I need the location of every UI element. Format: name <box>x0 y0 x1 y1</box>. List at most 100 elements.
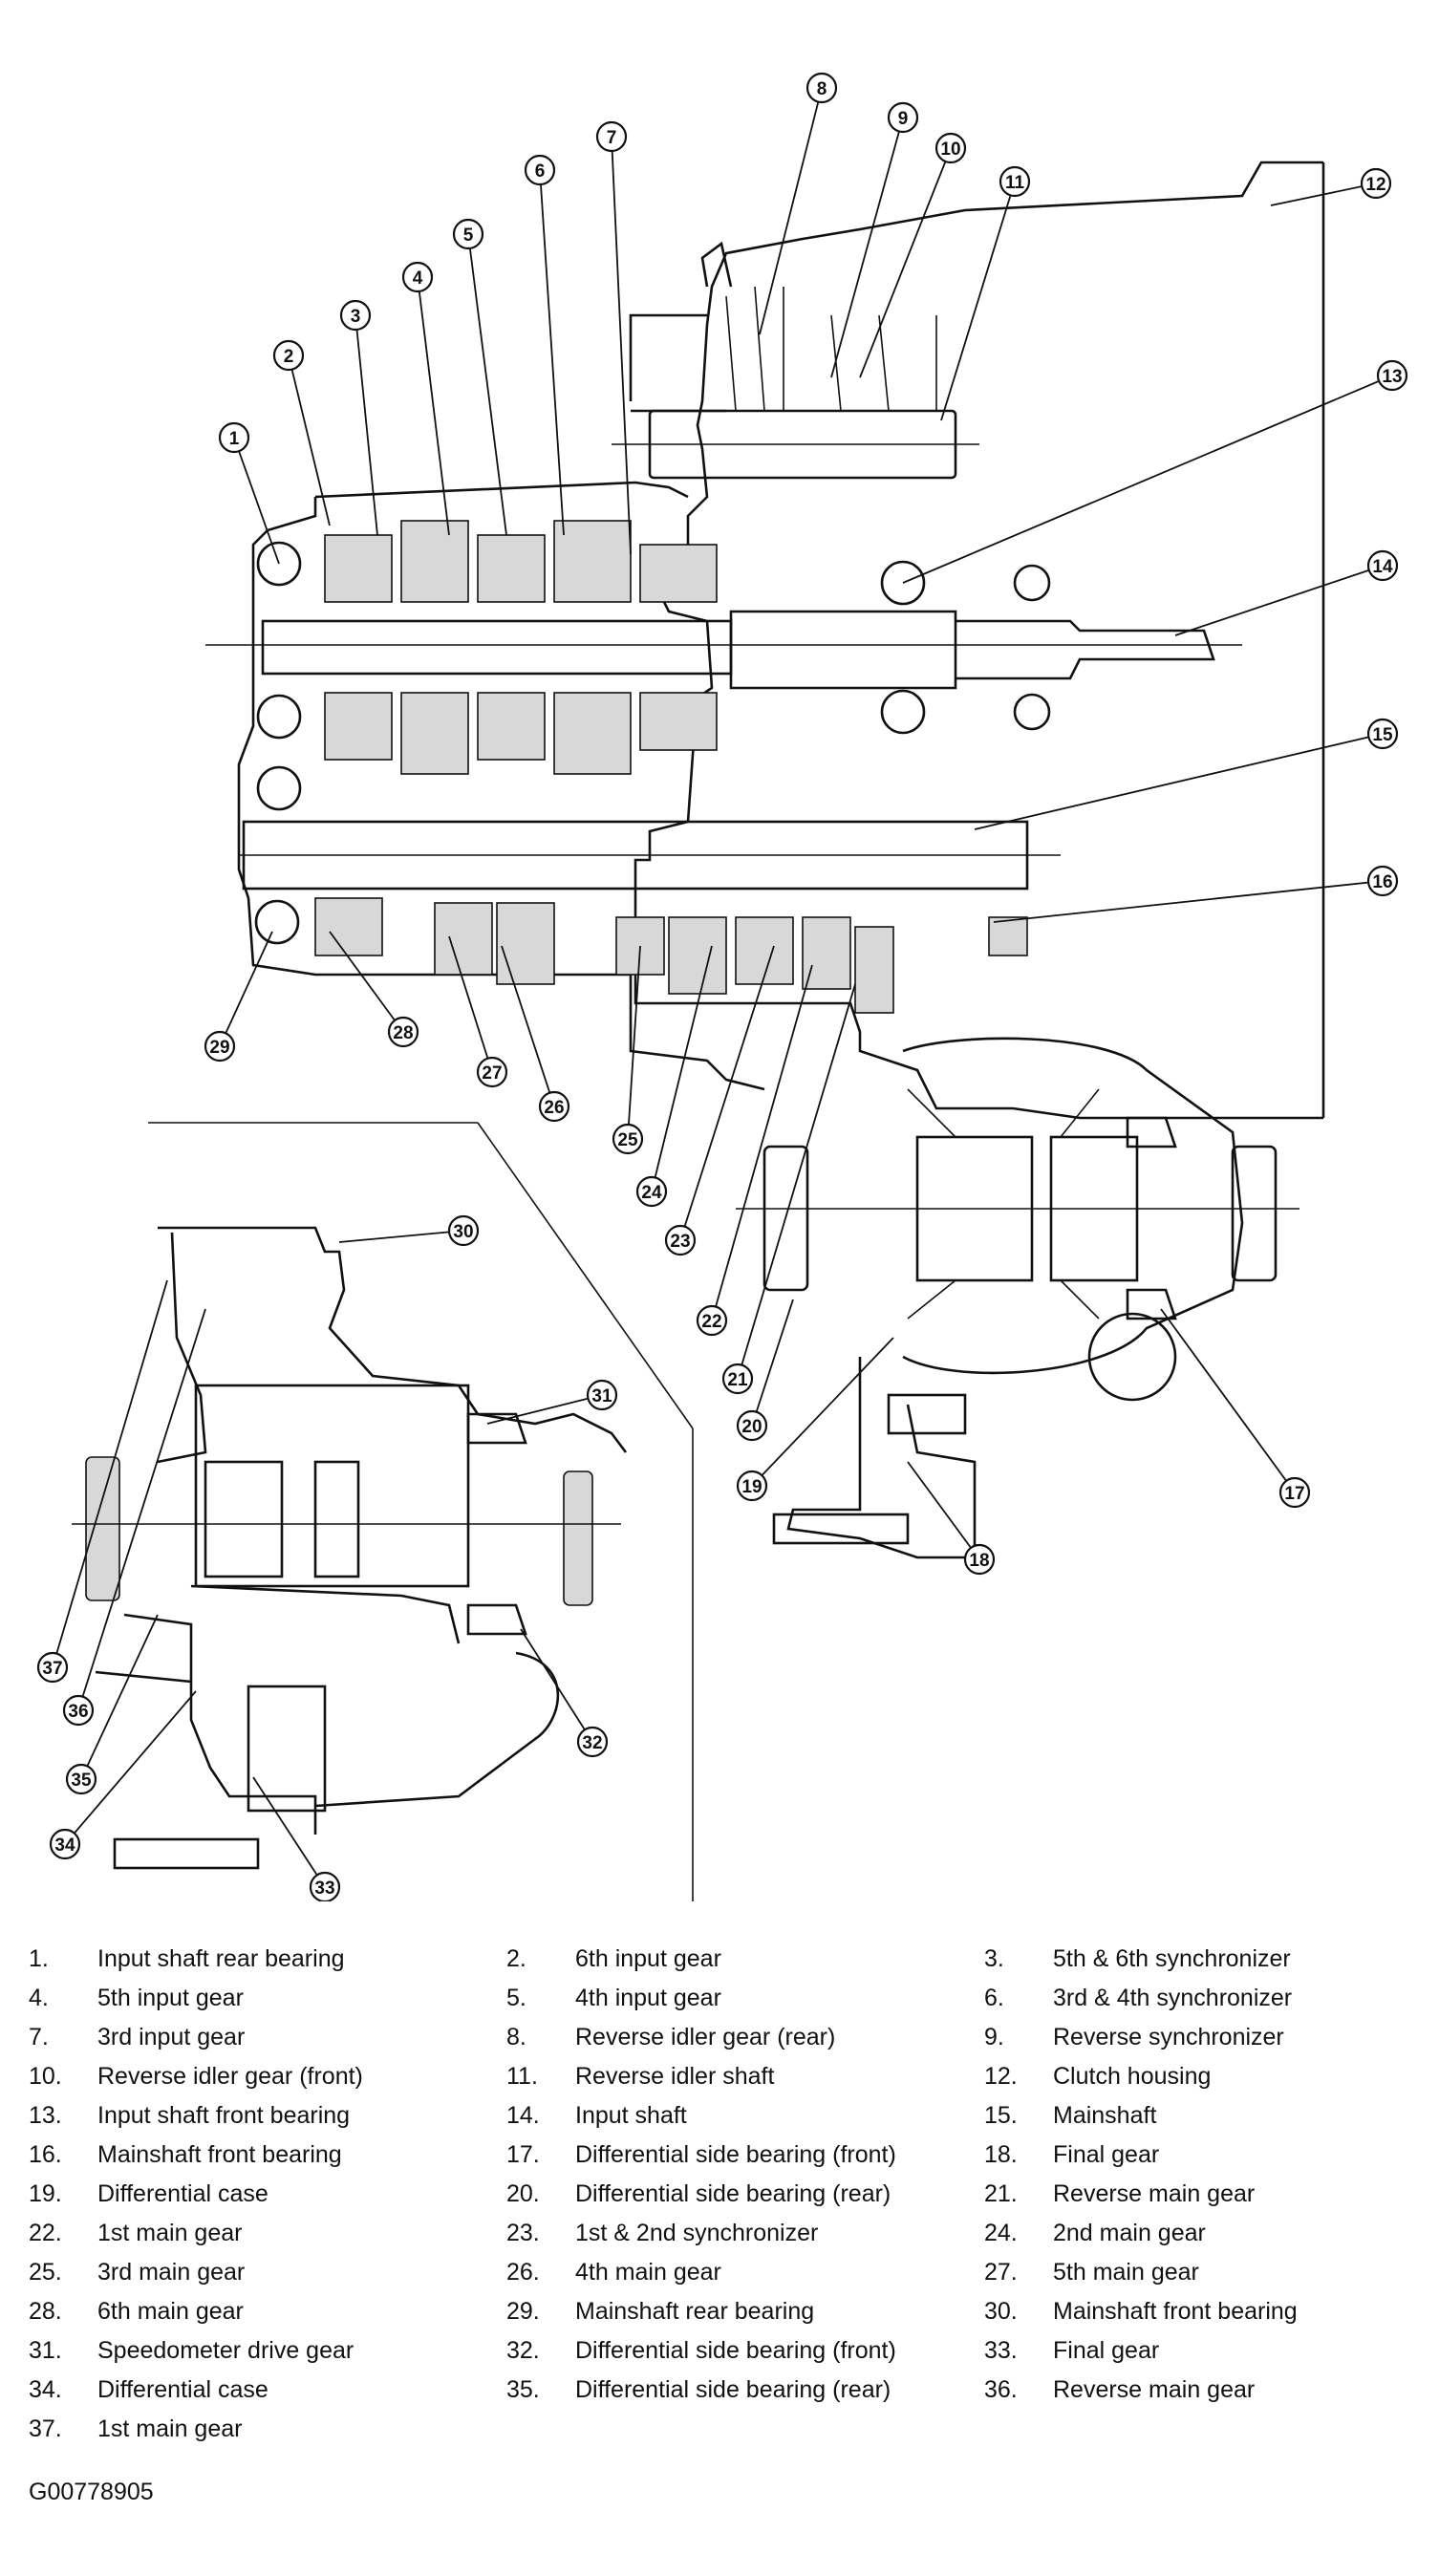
callout-label: 16 <box>1372 872 1392 892</box>
callout-14: 14 <box>1174 549 1399 636</box>
legend-label: Differential side bearing (front) <box>575 2337 896 2364</box>
legend-item: 3.5th & 6th synchronizer <box>984 1940 1439 1978</box>
callout-label: 26 <box>544 1098 564 1118</box>
legend-number: 5. <box>506 1985 526 2011</box>
legend-number: 27. <box>984 2259 1018 2286</box>
legend-item: 16. Mainshaft front bearing <box>29 2136 487 2174</box>
callout-30: 30 <box>338 1214 480 1247</box>
legend-item: 29.Mainshaft rear bearing <box>506 2292 965 2330</box>
legend-item: 21. Reverse main gear <box>984 2175 1439 2213</box>
legend-number: 21. <box>984 2180 1018 2207</box>
legend-item: 5.4th input gear <box>506 1979 965 2017</box>
legend-number: 4. <box>29 1985 49 2011</box>
legend-label: 4th main gear <box>575 2259 721 2286</box>
legend-label: Speedometer drive gear <box>97 2337 354 2364</box>
callout-2: 2 <box>272 339 331 526</box>
legend-number: 14. <box>506 2102 540 2129</box>
legend-label: Differential side bearing (rear) <box>575 2180 891 2207</box>
legend-number: 25. <box>29 2259 62 2286</box>
callout-label: 15 <box>1372 725 1393 745</box>
callout-label: 31 <box>591 1386 612 1406</box>
legend-item: 12. Clutch housing <box>984 2057 1439 2095</box>
callout-27: 27 <box>448 935 508 1088</box>
legend-item: 17.Differential side bearing (front) <box>506 2136 965 2174</box>
callout-label: 9 <box>898 109 909 129</box>
callout-35: 35 <box>65 1614 159 1795</box>
legend-number: 26. <box>506 2259 540 2286</box>
legend-item: 9. Reverse synchronizer <box>984 2018 1439 2056</box>
legend-label: Reverse idler gear (front) <box>97 2063 363 2090</box>
legend-number: 19. <box>29 2180 62 2207</box>
legend-number: 20. <box>506 2180 540 2207</box>
legend-label: Final gear <box>1053 2337 1160 2364</box>
legend-number: 15. <box>984 2102 1018 2129</box>
legend-item: 2.6th input gear <box>506 1940 965 1978</box>
callout-label: 34 <box>54 1835 75 1856</box>
legend-number: 2. <box>506 1945 526 1972</box>
callout-13: 13 <box>902 359 1408 584</box>
callout-label: 37 <box>42 1659 62 1679</box>
legend-number: 9. <box>984 2024 1004 2050</box>
callout-label: 25 <box>617 1130 638 1150</box>
callout-label: 13 <box>1382 367 1402 387</box>
callout-12: 12 <box>1270 167 1392 206</box>
callout-label: 24 <box>641 1183 662 1203</box>
legend-label: 1st main gear <box>97 2220 243 2246</box>
legend-number: 18. <box>984 2141 1018 2168</box>
legend-item: 28.6th main gear <box>29 2292 487 2330</box>
legend-number: 7. <box>29 2024 49 2050</box>
legend-label: Reverse synchronizer <box>1053 2024 1284 2050</box>
legend-number: 30. <box>984 2298 1018 2325</box>
legend-number: 11. <box>506 2063 538 2090</box>
legend-number: 13. <box>29 2102 62 2129</box>
callout-7: 7 <box>595 120 632 555</box>
callout-label: 35 <box>71 1771 92 1791</box>
legend-label: Mainshaft <box>1053 2102 1157 2129</box>
figure-id: G00778905 <box>29 2479 154 2505</box>
callout-11: 11 <box>940 165 1031 421</box>
callout-31: 31 <box>486 1379 618 1425</box>
legend-number: 16. <box>29 2141 62 2168</box>
callout-label: 10 <box>940 140 960 160</box>
callout-17: 17 <box>1160 1308 1311 1509</box>
legend-label: 6th main gear <box>97 2298 244 2325</box>
legend-label: 2nd main gear <box>1053 2220 1206 2246</box>
legend-item: 36. Reverse main gear <box>984 2371 1439 2409</box>
callout-label: 30 <box>453 1222 473 1242</box>
callout-label: 18 <box>969 1551 989 1571</box>
callout-26: 26 <box>501 945 570 1123</box>
legend-label: Reverse idler shaft <box>575 2063 775 2090</box>
callout-3: 3 <box>339 299 378 536</box>
legend-label: Reverse main gear <box>1053 2376 1256 2403</box>
legend-number: 17. <box>506 2141 540 2168</box>
legend-label: 3rd main gear <box>97 2259 246 2286</box>
legend-number: 31. <box>29 2337 62 2364</box>
legend-item: 22.1st main gear <box>29 2214 487 2252</box>
legend-label: 3rd input gear <box>97 2024 246 2050</box>
legend-label: Mainshaft front bearing <box>97 2141 342 2168</box>
callout-15: 15 <box>974 718 1399 830</box>
legend-item: 18.Final gear <box>984 2136 1439 2174</box>
legend-label: Reverse main gear <box>1053 2180 1256 2207</box>
callout-4: 4 <box>401 261 450 536</box>
callout-19: 19 <box>736 1337 894 1502</box>
legend-number: 23. <box>506 2220 540 2246</box>
legend-label: Clutch housing <box>1053 2063 1212 2090</box>
callout-36: 36 <box>62 1308 206 1727</box>
callout-6: 6 <box>524 154 565 536</box>
legend-label: 5th & 6th synchronizer <box>1053 1945 1291 1972</box>
callout-label: 3 <box>351 307 361 327</box>
legend-item: 35.Differential side bearing (rear) <box>506 2371 965 2409</box>
legend-item: 32.Differential side bearing (front) <box>506 2331 965 2370</box>
legend-item: 27.5th main gear <box>984 2253 1439 2291</box>
legend-item: 8.Reverse idler gear (rear) <box>506 2018 965 2056</box>
legend-number: 8. <box>506 2024 526 2050</box>
legend-number: 36. <box>984 2376 1018 2403</box>
callout-24: 24 <box>635 945 713 1208</box>
callout-label: 14 <box>1372 557 1393 577</box>
legend-number: 12. <box>984 2063 1018 2090</box>
legend-item: 37.1st main gear <box>29 2410 487 2448</box>
callout-label: 36 <box>68 1702 88 1722</box>
legend-number: 10. <box>29 2063 62 2090</box>
legend-item: 25. 3rd main gear <box>29 2253 487 2291</box>
